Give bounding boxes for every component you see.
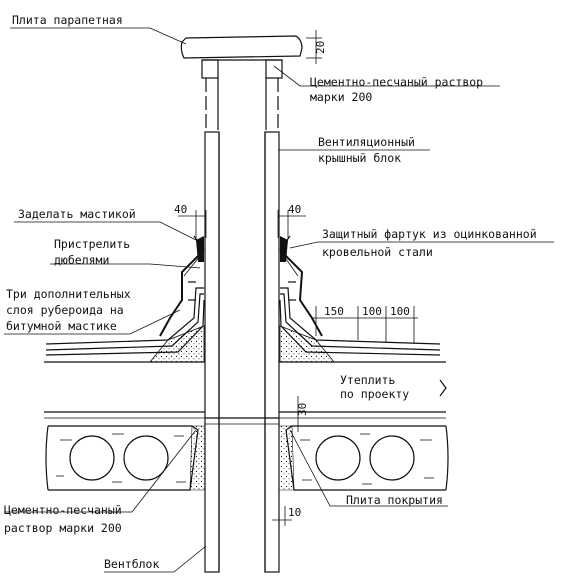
label-vent-block-2: крышный блок [318,151,401,165]
roof-slab-left [45,425,206,491]
label-mortar-bottom-1: Цементно-песчаный [4,503,122,517]
dim-bottom-gap: 10 [272,506,301,526]
mortar-pads-top [201,59,283,79]
dim-30-label: 30 [296,403,309,416]
label-seal-mastic: Заделать мастикой [18,207,136,221]
annotation-labels: Плита парапетная Цементно-песчаный раств… [4,13,537,571]
dim-gap-left: 40 [174,203,207,238]
label-roofing-1: Три дополнительных [6,287,131,301]
dim-100-b-label: 100 [390,305,410,318]
label-mortar-top-1: Цементно-песчаный раствор [310,75,483,89]
label-mortar-top-2: марки 200 [310,90,372,104]
dim-steps: 150 100 100 [312,305,418,344]
label-roofing-3: битумной мастике [6,319,117,333]
dim-100-a-label: 100 [362,305,382,318]
roofing-layers-left [45,287,205,363]
roofing-layers-right [279,287,441,363]
dim-150-label: 150 [324,305,344,318]
roof-slab-right [278,425,449,491]
vent-block-walls [204,131,280,573]
label-roof-slab: Плита покрытия [346,493,443,507]
label-insulate-1: Утеплить [340,373,395,387]
dim-parapet-thickness: 20 [306,30,327,64]
dim-20-label: 20 [314,41,327,54]
dim-10-label: 10 [288,506,301,519]
vent-block-upper [205,78,279,130]
label-vent-unit: Вентблок [104,557,159,571]
dim-mortar-height: 30 [290,396,309,432]
label-mortar-bottom-2: раствор марки 200 [4,521,122,535]
dim-gap-right: 40 [277,203,306,238]
label-dowels-2: дюбелями [54,253,109,267]
label-apron-2: кровельной стали [322,245,433,259]
leader-lines [4,27,554,573]
label-insulate-2: по проекту [340,387,409,401]
label-apron-1: Защитный фартук из оцинкованной [322,227,537,241]
parapet-slab [180,35,303,59]
roof-insulation-layer [44,361,447,419]
label-roofing-2: слоя рубероида на [6,303,124,317]
dim-40-right-label: 40 [288,203,301,216]
label-dowels-1: Пристрелить [54,237,130,251]
label-vent-block-1: Вентиляционный [318,135,415,149]
dim-40-left-label: 40 [174,203,187,216]
label-parapet-slab: Плита парапетная [12,13,123,27]
